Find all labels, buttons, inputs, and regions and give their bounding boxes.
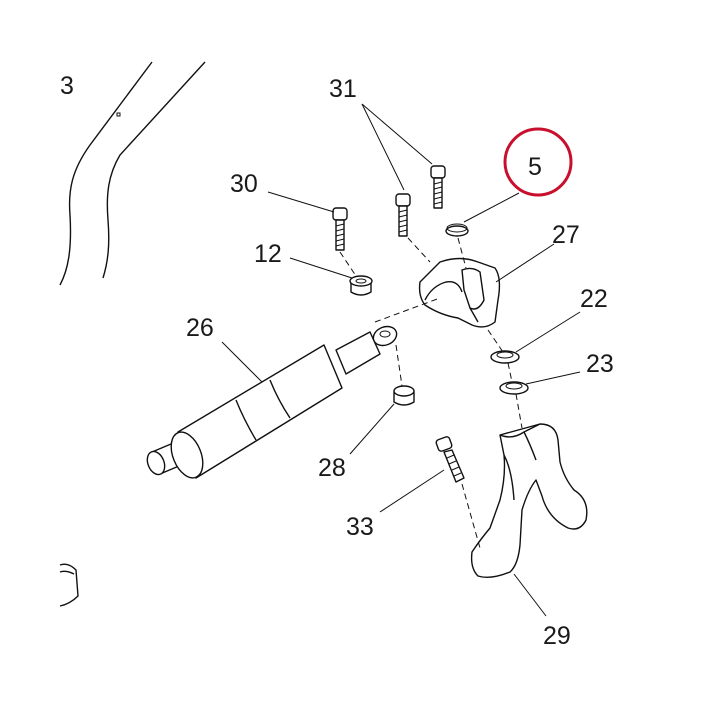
- washer-22: [490, 350, 520, 364]
- label-12: 12: [254, 240, 282, 268]
- label-5: 5: [528, 153, 542, 181]
- label-3: 3: [60, 72, 74, 100]
- partial-part-bottom-left: [59, 563, 79, 607]
- label-28: 28: [318, 454, 346, 482]
- frame-part-3: [59, 61, 206, 286]
- bolt-31-right: [430, 165, 446, 209]
- label-33: 33: [346, 513, 374, 541]
- assembly-axis-lines: [339, 237, 523, 549]
- bolt-31-left: [395, 193, 411, 237]
- nut-28: [393, 385, 415, 406]
- label-30: 30: [230, 170, 258, 198]
- label-22: 22: [580, 285, 608, 313]
- bolt-30: [332, 207, 348, 251]
- highlight-circle: [503, 127, 573, 197]
- label-29: 29: [543, 622, 571, 650]
- label-31: 31: [329, 75, 357, 103]
- label-27: 27: [552, 221, 580, 249]
- bushing-12: [349, 275, 373, 296]
- washer-23: [499, 381, 529, 395]
- shaft-26: [146, 325, 398, 479]
- arm-29: [470, 423, 588, 579]
- label-26: 26: [186, 314, 214, 342]
- leader-lines: [221, 103, 581, 617]
- washer-5: [445, 223, 469, 237]
- label-23: 23: [586, 350, 614, 378]
- bolt-33: [435, 436, 465, 483]
- bracket-27: [418, 257, 501, 328]
